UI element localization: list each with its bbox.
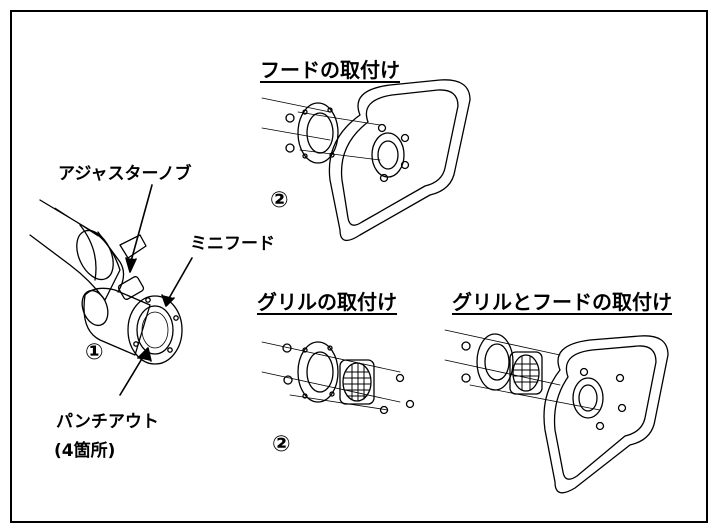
callout-arrows	[119, 184, 193, 396]
punch-out-label: パンチアウト	[56, 412, 159, 432]
hood-assembly	[261, 79, 471, 242]
mini-hood-label: ミニフード	[190, 234, 275, 254]
step-number-2-grille: ②	[272, 432, 291, 457]
hood-attachment-title: フードの取付け	[260, 58, 400, 82]
grille-assembly	[261, 341, 415, 415]
step-number-1: ①	[85, 340, 104, 365]
step-number-2-hood: ②	[270, 188, 289, 213]
diagram-frame	[10, 10, 708, 523]
grille-and-hood-attachment-title: グリルとフードの取付け	[452, 290, 672, 314]
punch-out-count-label: (4箇所)	[54, 441, 116, 461]
grille-attachment-title: グリルの取付け	[257, 290, 397, 314]
grille-and-hood-assembly	[444, 329, 669, 494]
adjuster-knob-label: アジャスターノブ	[58, 164, 192, 184]
duct-with-mini-hood	[29, 199, 183, 365]
